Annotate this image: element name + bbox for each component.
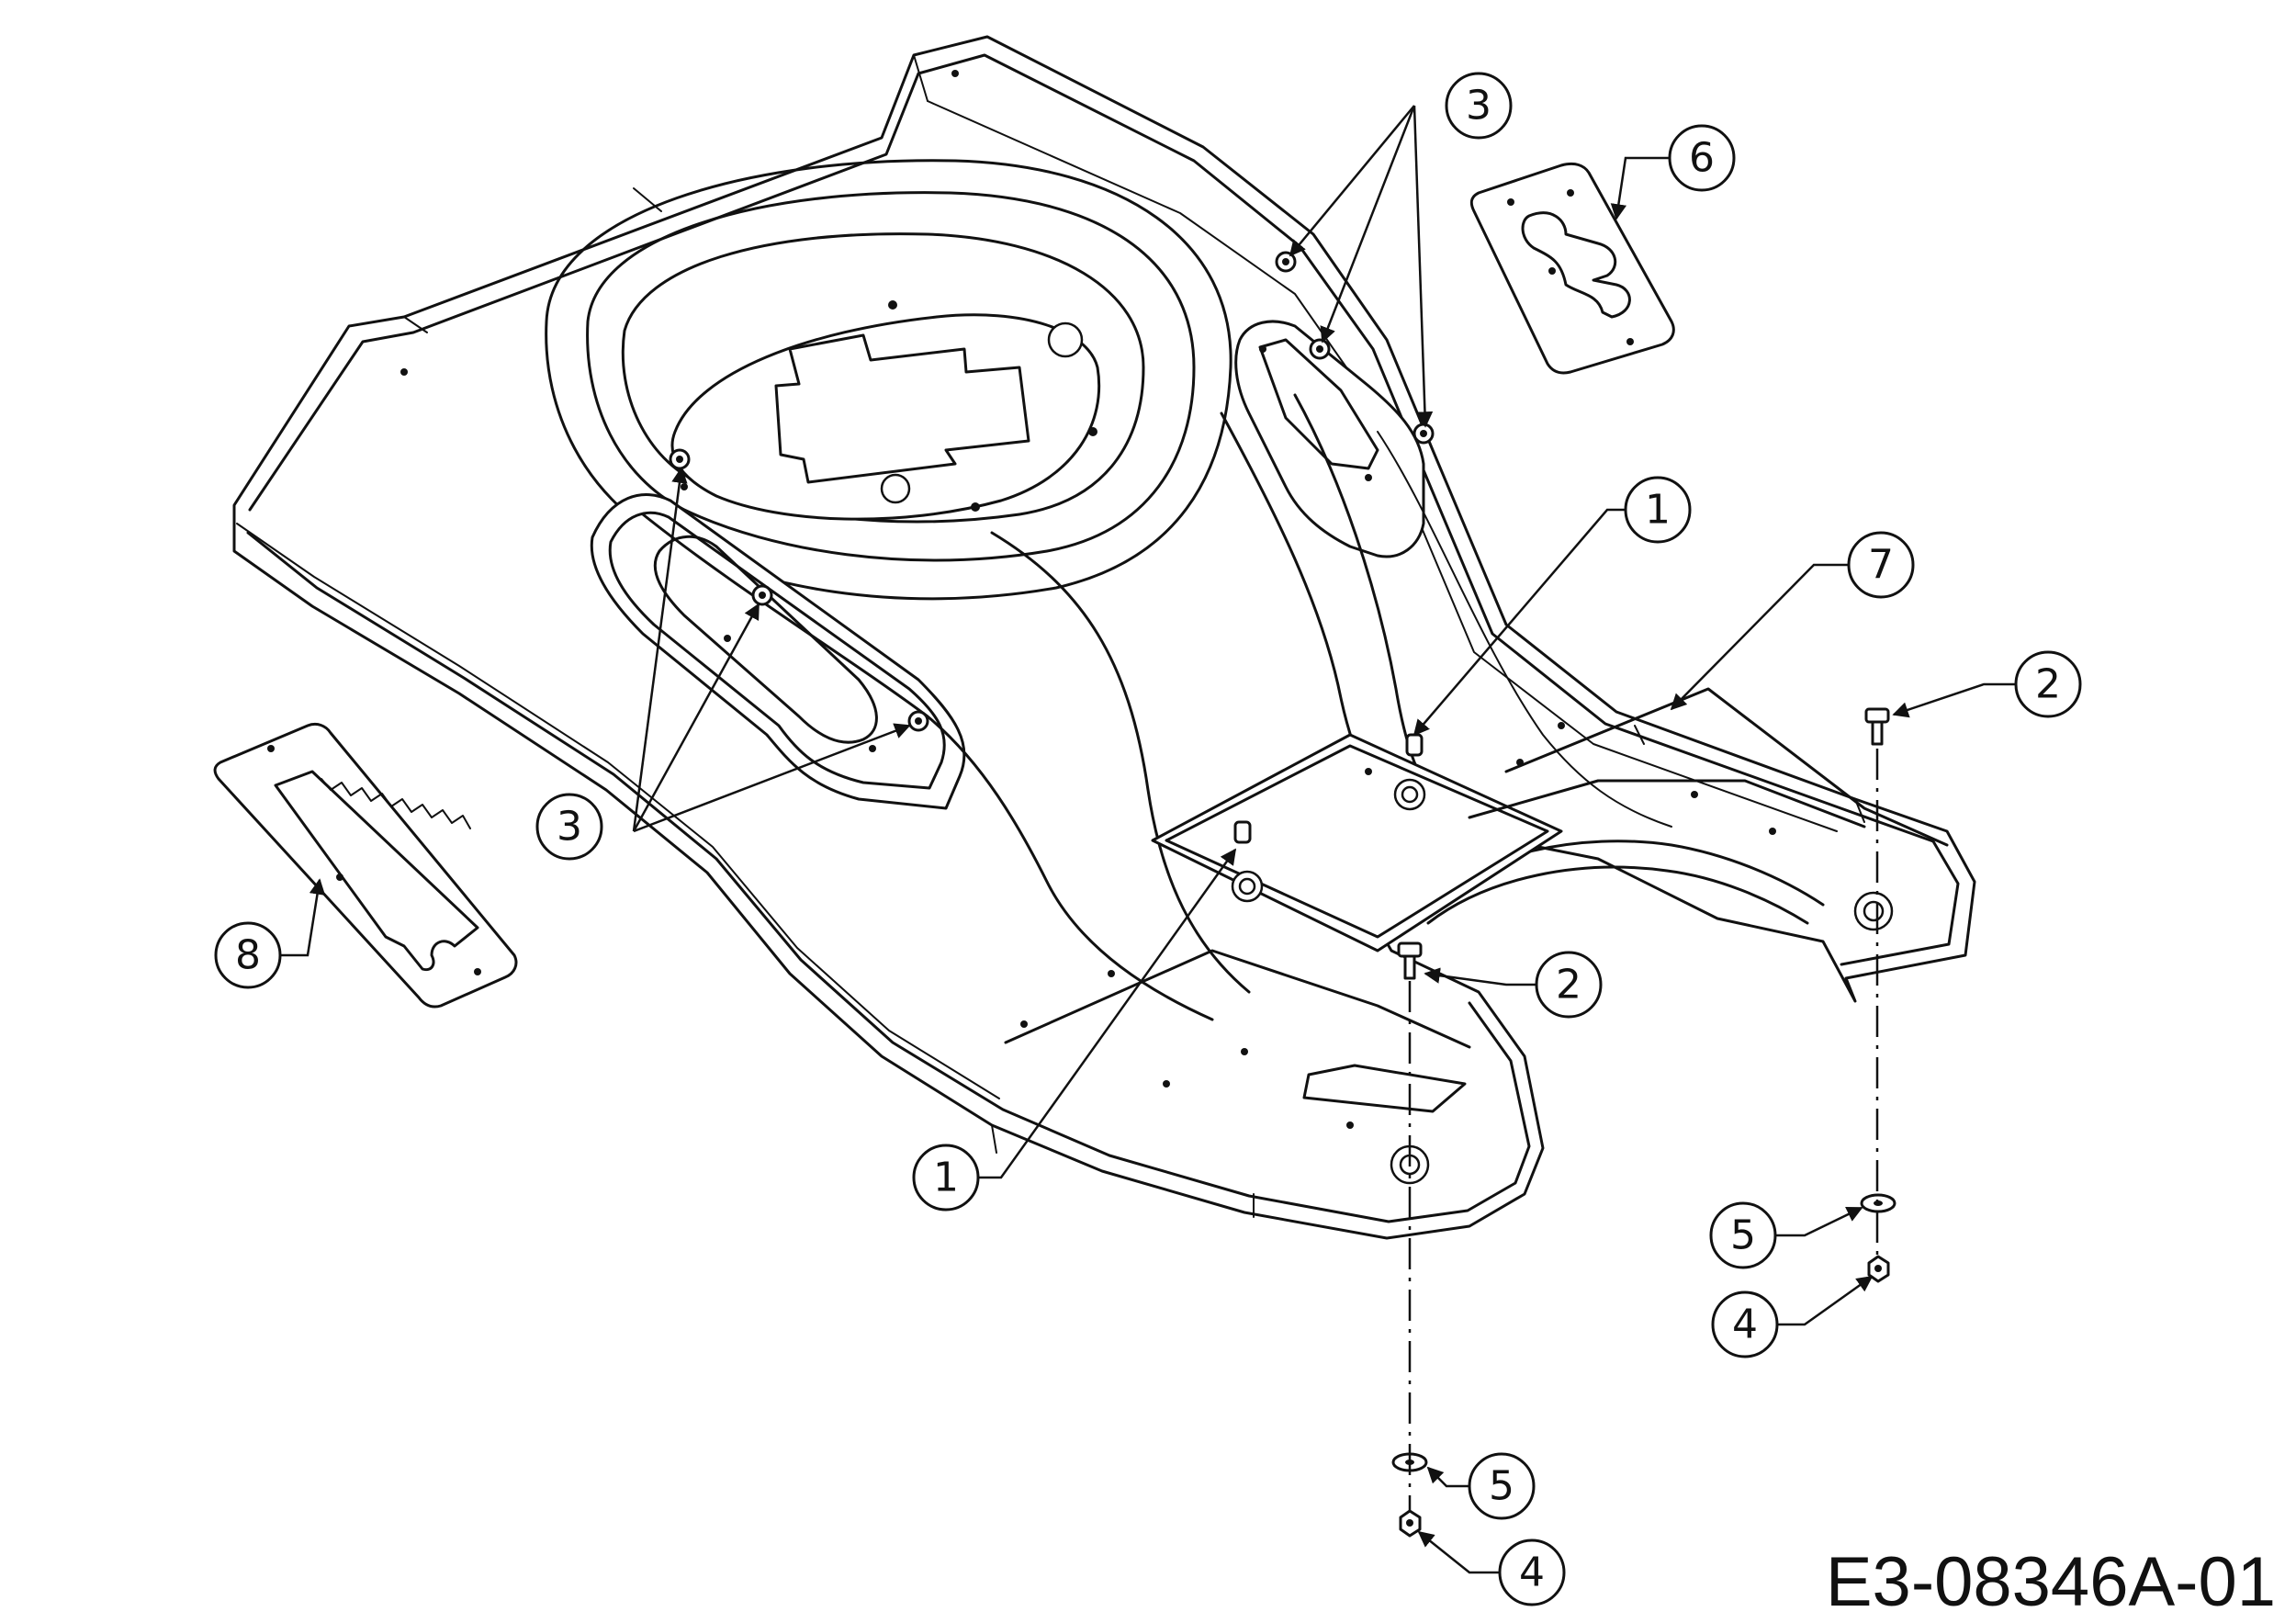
- plate-8: [213, 722, 518, 1009]
- push-nut-3d: [669, 448, 691, 470]
- callout-1-top: 1: [1624, 476, 1692, 544]
- svg-text:3: 3: [1466, 83, 1491, 130]
- svg-text:3: 3: [557, 804, 582, 851]
- bolt-2a: [1864, 707, 1890, 746]
- callout-7: 7: [1847, 531, 1915, 599]
- push-nut-3e: [751, 584, 773, 606]
- svg-text:5: 5: [1730, 1212, 1756, 1259]
- callout-2-right: 2: [2014, 650, 2082, 718]
- svg-text:6: 6: [1689, 135, 1715, 182]
- bolt-2b: [1397, 941, 1423, 980]
- svg-text:4: 4: [1519, 1550, 1545, 1596]
- callout-2-mid: 2: [1535, 951, 1603, 1019]
- svg-text:1: 1: [1645, 487, 1671, 534]
- push-nut-3a: [1275, 251, 1297, 273]
- nut-4b: [1399, 1509, 1422, 1538]
- clip-1b: [1233, 820, 1252, 844]
- callout-8: 8: [214, 921, 282, 989]
- leader-lines: [280, 105, 2016, 1574]
- push-nut-3c: [1412, 423, 1435, 445]
- callout-4-bottom: 4: [1498, 1538, 1566, 1606]
- fender-body: [232, 35, 1976, 1240]
- callout-4-right: 4: [1711, 1291, 1779, 1358]
- svg-text:2: 2: [2035, 661, 2061, 708]
- callout-3-top: 3: [1445, 72, 1513, 140]
- svg-text:1: 1: [933, 1155, 959, 1201]
- svg-text:7: 7: [1868, 542, 1894, 589]
- clip-1a: [1405, 733, 1424, 757]
- callout-5-right: 5: [1709, 1201, 1777, 1269]
- push-nut-3f: [907, 710, 929, 732]
- callout-6: 6: [1668, 124, 1736, 192]
- push-nut-3b: [1309, 338, 1331, 360]
- svg-text:8: 8: [235, 932, 261, 979]
- svg-text:2: 2: [1556, 962, 1581, 1009]
- plate-6: [1469, 162, 1675, 375]
- nut-4a: [1867, 1255, 1890, 1283]
- callout-3-left: 3: [535, 793, 603, 861]
- callout-5-bottom: 5: [1468, 1452, 1536, 1520]
- svg-text:4: 4: [1732, 1302, 1758, 1348]
- callout-1-bottom: 1: [912, 1144, 980, 1212]
- svg-text:5: 5: [1489, 1463, 1514, 1510]
- diagram-code: E3-08346A-01: [1826, 1543, 2276, 1621]
